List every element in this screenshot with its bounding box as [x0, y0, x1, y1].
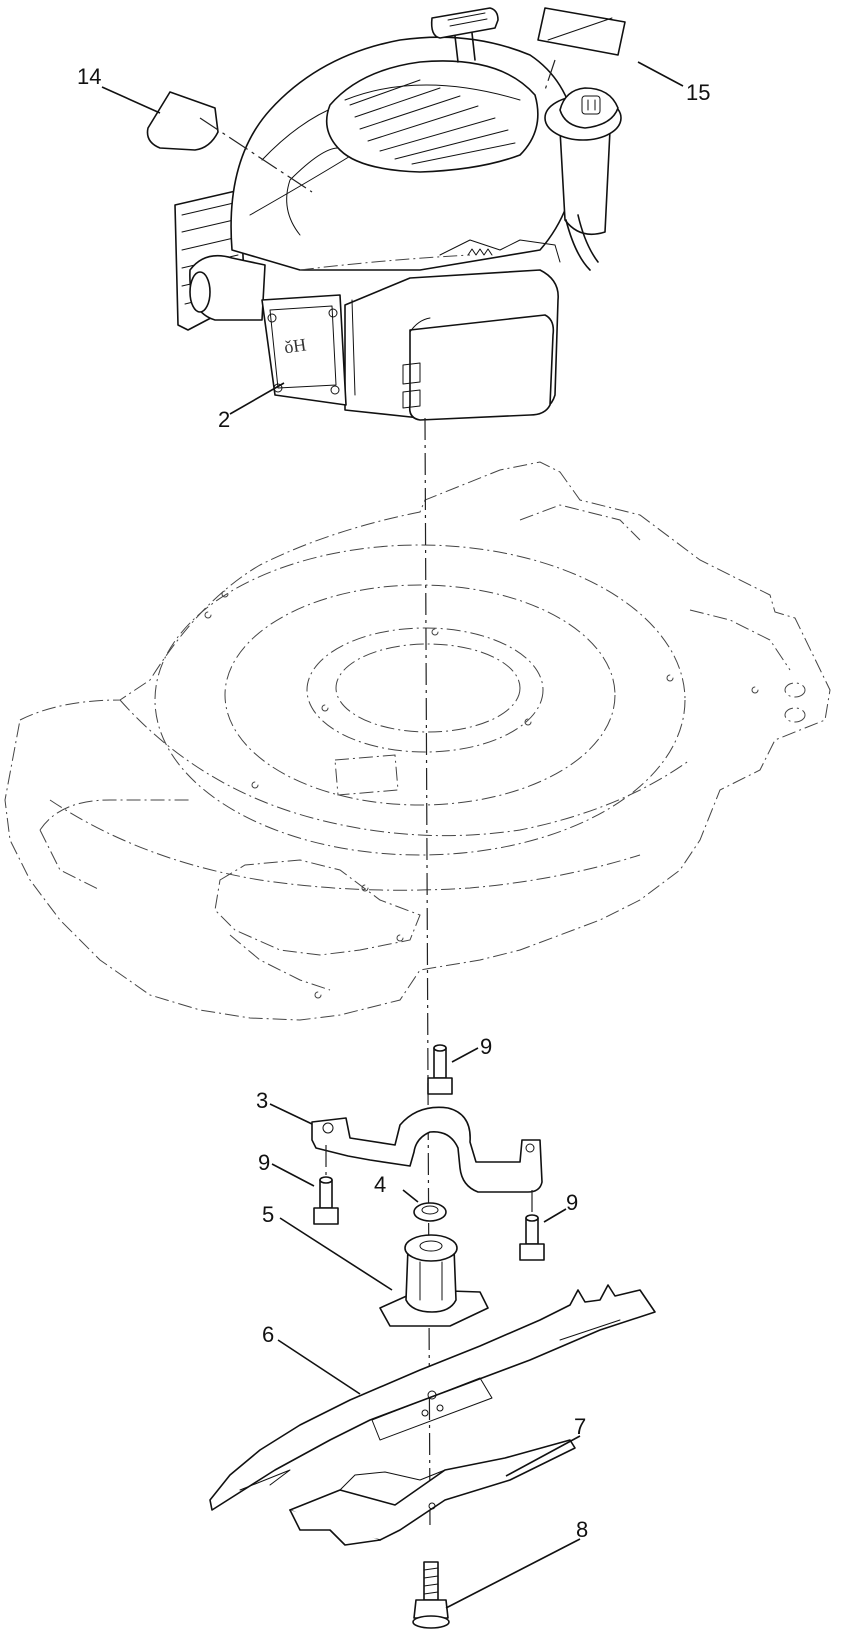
callout-3: 3	[256, 1088, 268, 1113]
engine-assembly: ǒH	[174, 7, 622, 421]
callout-9-right: 9	[566, 1190, 578, 1215]
blade-6	[209, 1284, 656, 1511]
washer-4	[413, 1202, 447, 1222]
callout-8: 8	[576, 1517, 588, 1542]
callout-9-left: 9	[258, 1150, 270, 1175]
bolt-9-left	[313, 1176, 339, 1225]
mower-deck-phantom	[4, 461, 831, 1021]
bolt-9-right	[519, 1214, 545, 1261]
callout-6: 6	[262, 1322, 274, 1347]
callout-4: 4	[374, 1172, 386, 1197]
bracket-3	[311, 1106, 543, 1193]
svg-text:ǒH: ǒH	[283, 334, 308, 357]
callout-2: 2	[218, 407, 230, 432]
center-line	[424, 417, 431, 1529]
bolt-9-top	[427, 1044, 453, 1095]
callout-15: 15	[686, 80, 710, 105]
leader-lines	[101, 61, 684, 1609]
decal-15	[537, 7, 626, 56]
decal-14	[146, 91, 219, 151]
callout-7: 7	[574, 1414, 586, 1439]
callout-9-top: 9	[480, 1034, 492, 1059]
blade-adapter-5	[379, 1234, 489, 1327]
blade-bolt-8	[412, 1561, 450, 1629]
callout-14: 14	[77, 64, 101, 89]
callout-5: 5	[262, 1202, 274, 1227]
baffle-7	[289, 1439, 576, 1546]
